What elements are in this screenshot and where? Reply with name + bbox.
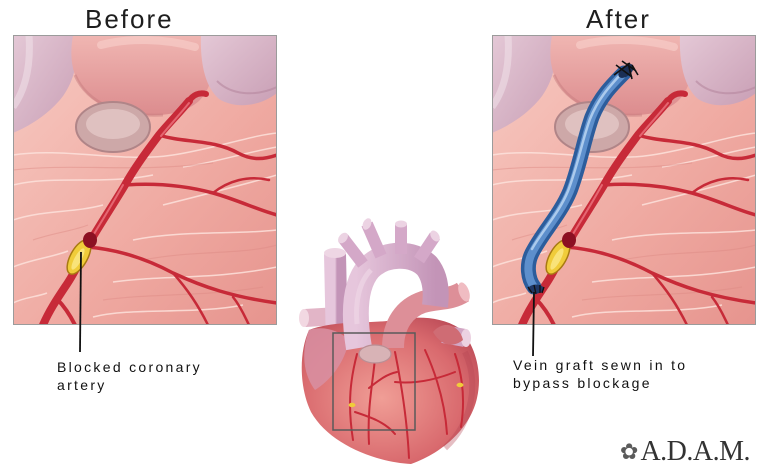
heart-surface-closeup [13, 35, 277, 325]
adam-logo-text: A.D.A.M. [640, 436, 750, 468]
heart-overview [295, 212, 485, 468]
before-title: Before [85, 4, 174, 34]
after-panel [492, 35, 756, 325]
aortic-valve-ring [76, 102, 150, 152]
blocked-artery-label-line: Blocked coronary [57, 358, 202, 376]
vein-graft-label-line: Vein graft sewn in to [513, 356, 687, 374]
heart-valve-ring [359, 345, 391, 363]
vein-graft-label: Vein graft sewn in to bypass blockage [513, 356, 687, 392]
adam-flower-icon: ✿ [620, 440, 638, 465]
blood-clot [562, 232, 576, 248]
vein-graft-label-line: bypass blockage [513, 374, 687, 392]
adam-logo: ✿ A.D.A.M. [620, 436, 750, 468]
blocked-artery-label-line: artery [57, 376, 202, 394]
after-title: After [586, 4, 651, 34]
before-panel [13, 35, 277, 325]
blood-clot [83, 232, 97, 248]
blocked-artery-label: Blocked coronary artery [57, 358, 202, 394]
